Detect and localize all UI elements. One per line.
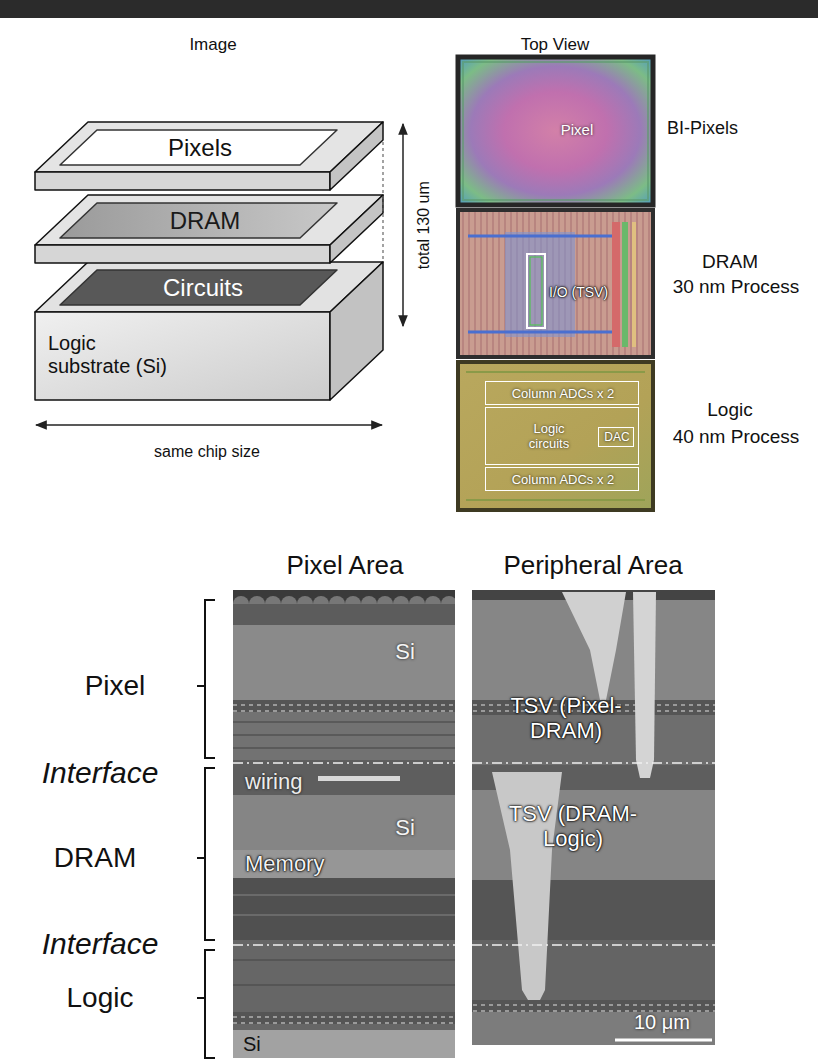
block-label: Logic circuits bbox=[518, 422, 580, 452]
sem-panel: Pixel AreaSiwiringSiMemorySi bbox=[233, 590, 455, 1058]
block-outline: DAC bbox=[598, 427, 633, 447]
tsv-label: TSV (Pixel-DRAM) bbox=[491, 693, 641, 744]
guide-line bbox=[382, 142, 383, 260]
material-label: Si bbox=[395, 639, 415, 664]
process-label: 40 nm Process bbox=[673, 426, 800, 448]
die-label: Logic bbox=[707, 399, 752, 421]
die-photo: PixelBI-Pixels bbox=[458, 57, 653, 205]
scale-label: 10 μm bbox=[634, 1011, 690, 1034]
layer-bracket bbox=[197, 600, 215, 1058]
layer-label: wiring bbox=[245, 769, 302, 794]
material-label: Si bbox=[395, 815, 415, 840]
block-outline: Column ADCs x 2 bbox=[485, 381, 639, 405]
layer-block: CircuitsLogic substrate (Si) bbox=[35, 262, 383, 400]
die-photo: Logic40 nm ProcessColumn ADCs x 2Logic c… bbox=[458, 362, 653, 510]
interface-label: Interface bbox=[42, 756, 159, 791]
top-bar bbox=[0, 0, 818, 18]
die-label: DRAM bbox=[702, 251, 758, 273]
block-outline: Logic circuits DAC bbox=[485, 407, 639, 465]
sem-cross-section-pixel bbox=[233, 590, 455, 1058]
interface-label: Interface bbox=[42, 927, 159, 962]
layer-stack bbox=[35, 122, 383, 400]
dimension-label: total 130 um bbox=[415, 181, 433, 269]
die-photo: DRAM30 nm Process bbox=[458, 210, 653, 357]
area-label: I/O (TSV) bbox=[549, 284, 608, 300]
interface-line bbox=[233, 763, 715, 945]
layer-label: Logic bbox=[67, 982, 134, 1014]
column-heading: Image bbox=[189, 35, 236, 55]
material-label: Si bbox=[243, 1033, 261, 1056]
layer-name: DRAM bbox=[170, 207, 241, 235]
layer-plate: DRAM bbox=[97, 203, 337, 238]
dimension-arrow bbox=[402, 124, 404, 326]
dimension-arrow bbox=[36, 424, 382, 426]
substrate-label: Logic substrate (Si) bbox=[48, 332, 178, 378]
block-label: DAC bbox=[604, 431, 629, 445]
layer-label: Pixel bbox=[85, 670, 146, 702]
dimension-label: same chip size bbox=[154, 443, 260, 461]
block-label: Column ADCs x 2 bbox=[512, 473, 615, 488]
die-label: BI-Pixels bbox=[667, 118, 738, 139]
layer-label: Memory bbox=[245, 851, 324, 876]
layer-label: DRAM bbox=[54, 842, 136, 874]
tsv-label: TSV (DRAM-Logic) bbox=[498, 801, 648, 852]
layer-name: Circuits bbox=[163, 274, 243, 302]
area-label: Pixel bbox=[561, 121, 594, 138]
process-label: 30 nm Process bbox=[673, 276, 800, 298]
layer-plate: Pixels bbox=[97, 130, 337, 165]
block-outline: Column ADCs x 2 bbox=[485, 467, 639, 491]
sem-panel: Peripheral AreaTSV (Pixel-DRAM)TSV (DRAM… bbox=[472, 590, 715, 1045]
sem-cross-section-peripheral bbox=[472, 590, 715, 1045]
panel-heading: Peripheral Area bbox=[503, 551, 682, 581]
block-label: Column ADCs x 2 bbox=[512, 387, 615, 402]
panel-heading: Pixel Area bbox=[286, 551, 403, 581]
die-photo-logic bbox=[458, 362, 653, 510]
layer-name: Pixels bbox=[168, 134, 232, 162]
die-photo-dram bbox=[458, 210, 653, 357]
die-photo-pixel bbox=[458, 57, 653, 205]
column-heading: Top View bbox=[521, 35, 590, 55]
